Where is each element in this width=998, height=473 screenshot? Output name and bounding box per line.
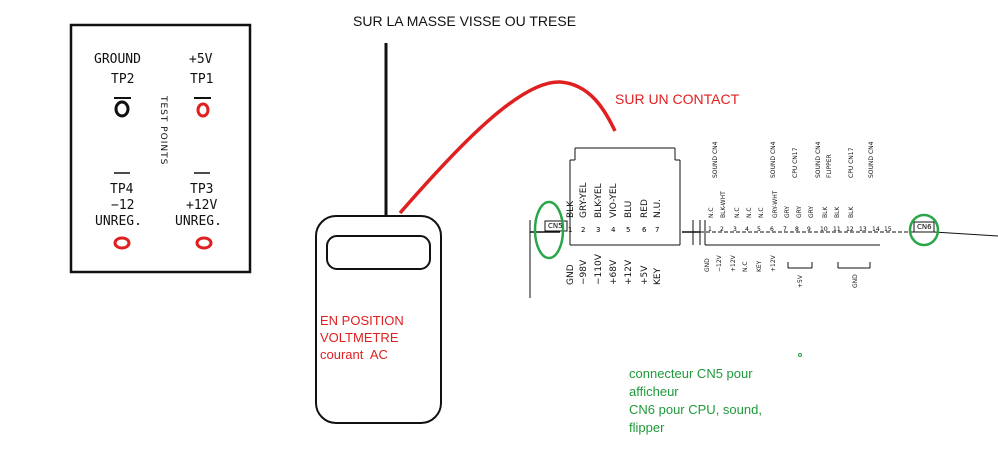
cn6-pin-number: 3	[733, 226, 737, 233]
connector-note: connecteur CN5 pour afficheur CN6 pour C…	[629, 366, 762, 435]
cn6-pin-number: 1	[708, 226, 712, 233]
tp4-extra-label: UNREG.	[95, 214, 142, 229]
cn6-group-label: FLIPPER	[826, 154, 833, 178]
cn6-highlight	[908, 213, 940, 247]
multimeter-display	[326, 235, 431, 270]
tp3-hole	[195, 236, 213, 250]
cn6-pin-number: 5	[757, 226, 761, 233]
cn6-wire-label: BLK-WHT	[720, 191, 727, 218]
cn6-group-label: CPU CN17	[848, 147, 855, 178]
cn6-wire-label: GRY	[784, 205, 791, 218]
cn6-pin-number: 10	[820, 226, 828, 233]
cn5-wire-label: BLU	[624, 200, 634, 218]
tp4-value-label: −12	[111, 198, 135, 213]
cn6-pin-number: 15	[884, 226, 892, 233]
cn5-signal-label: −98V	[579, 259, 589, 285]
cn5-wire-label: N.U.	[653, 198, 663, 218]
cn6-pin-number: 8	[795, 226, 799, 233]
cn6-wire-label: N.C	[758, 207, 765, 218]
cn5-signal-label: KEY	[653, 267, 663, 285]
cn5-signal-label: +68V	[609, 259, 619, 285]
cn5-wire-label: GRY-YEL	[579, 182, 589, 218]
tp2-name-label: TP2	[111, 72, 135, 87]
cn6-pin-number: 13	[859, 226, 867, 233]
tp1-top-label: +5V	[189, 52, 213, 67]
cn6-pin-number: 2	[720, 226, 724, 233]
cn5-signal-label: GND	[566, 264, 576, 285]
cn5-pin-number: 3	[596, 226, 601, 234]
cn6-pin-number: 14	[872, 226, 880, 233]
cn6-pin-number: 9	[807, 226, 811, 233]
cn6-signal-label: +12V	[770, 255, 777, 272]
cn6-group-label: CPU CN17	[792, 147, 799, 178]
cn5-pin-number: 7	[655, 226, 660, 234]
tp4-name-label: TP4	[110, 182, 134, 197]
cn5-wire-label: BLK	[566, 200, 576, 218]
cn5-pin-number: 6	[642, 226, 647, 234]
cn5-label: CN5	[548, 222, 563, 230]
tp1-name-label: TP1	[190, 72, 214, 87]
cn5-signal-label: +5V	[640, 265, 650, 285]
cn6-signal-label: KEY	[756, 260, 763, 272]
cn6-group-label: SOUND CN4	[712, 141, 719, 178]
cn6-wire-label: GRY	[796, 205, 803, 218]
cn6-pin-number: 7	[783, 226, 787, 233]
cn5-wire-label: BLK-YEL	[594, 183, 604, 218]
cn6-bottom-label: +5V	[797, 275, 804, 288]
test-points-side-label: TEST POINTS	[158, 96, 168, 166]
cn5-wire-label: VIO-YEL	[609, 183, 619, 218]
multimeter-note: EN POSITION VOLTMETRE courant AC	[320, 313, 404, 362]
cn5-highlight	[533, 200, 565, 260]
tp3-extra-label: UNREG.	[175, 214, 222, 229]
cn5-wire-label: RED	[640, 199, 650, 218]
cn6-pin-number: 6	[770, 226, 774, 233]
tp2-top-label: GROUND	[94, 52, 141, 67]
tp3-value-label: +12V	[186, 198, 218, 213]
cn6-wire-label: BLK	[848, 206, 855, 218]
cn6-signal-label: −12V	[716, 255, 723, 272]
tp3-name-label: TP3	[190, 182, 214, 197]
cn6-wire-label: N.C	[708, 207, 715, 218]
contact-note: SUR UN CONTACT	[615, 91, 740, 107]
cn5-pin-number: 4	[611, 226, 616, 234]
cn6-wire-label: BLK	[834, 206, 841, 218]
cn6-signal-label: GND	[704, 258, 711, 272]
cn6-pin-number: 11	[833, 226, 841, 233]
tp2-hole	[114, 100, 130, 118]
cn6-wire-label: BLK	[822, 206, 829, 218]
contact-probe-lead	[398, 80, 617, 215]
cn6-signal-label: N.C	[742, 261, 749, 272]
cn5-signal-label: −110V	[594, 254, 604, 285]
cn6-wire-label: N.C	[746, 207, 753, 218]
cn6-signal-label: +12V	[730, 255, 737, 272]
ground-screw-note: SUR LA MASSE VISSE OU TRESE	[353, 13, 577, 29]
cn5-signal-label: +12V	[624, 259, 634, 285]
cn6-wire-label: N.C	[734, 207, 741, 218]
cn6-wire-label: GRY-WHT	[772, 190, 779, 218]
cn6-group-label: SOUND CN4	[770, 141, 777, 178]
cn6-wire-label: GRY	[808, 205, 815, 218]
cn5-pin-number: 1	[568, 226, 573, 234]
cn6-pin-number: 12	[846, 226, 854, 233]
cn6-group-label: SOUND CN4	[868, 141, 875, 178]
cn5-pin-number: 5	[626, 226, 631, 234]
cn6-pin-number: 4	[745, 226, 749, 233]
tp4-hole	[113, 236, 131, 250]
cn5-pin-number: 2	[581, 226, 586, 234]
cn6-group-label: SOUND CN4	[815, 141, 822, 178]
cn6-label: CN6	[917, 223, 932, 231]
test-points-panel	[69, 23, 252, 274]
tp1-hole	[196, 102, 210, 118]
cn6-bottom-label: GND	[852, 274, 859, 288]
